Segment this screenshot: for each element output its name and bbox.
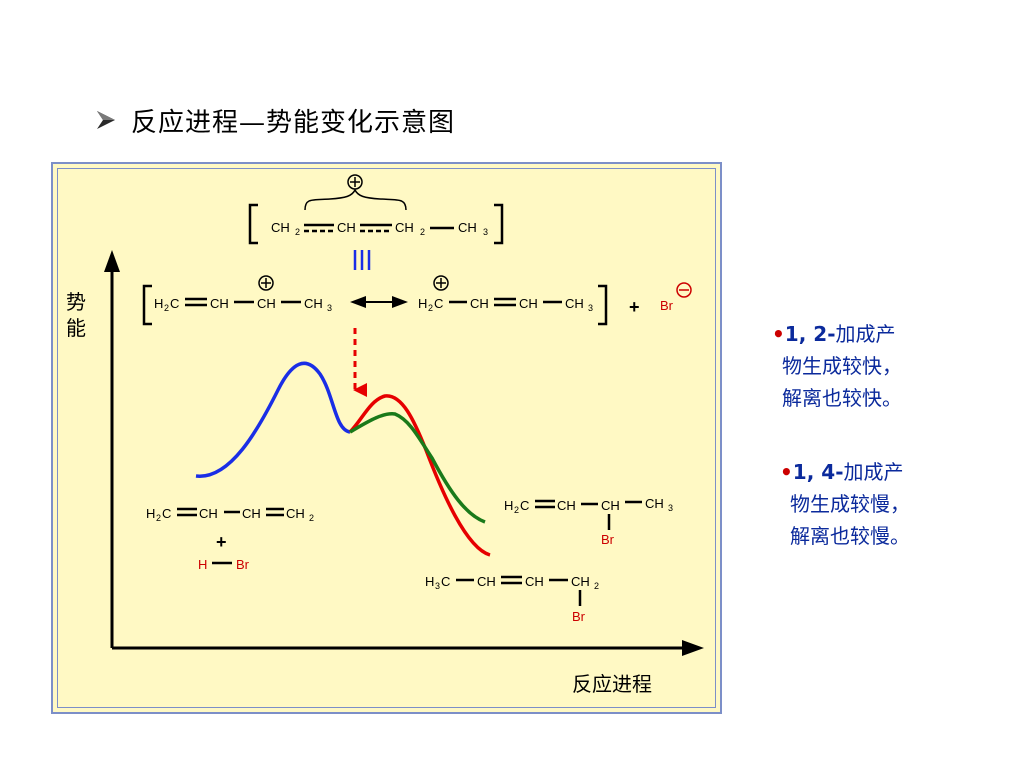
product12-ch-2: CH [601, 498, 620, 513]
product12-ch-3: CH [645, 496, 664, 511]
product14-h-sub: 3 [435, 581, 440, 591]
x-axis-arrowhead [682, 640, 704, 656]
cation-right-ch-2: CH [519, 296, 538, 311]
cation-left-ch-3: CH [304, 296, 323, 311]
note-1-text-1: 加成产 [835, 322, 896, 346]
note-2-line-1: •1, 4-加成产 [780, 456, 1000, 488]
reactant-butadiene: H 2 C CH CH CH 2 [146, 506, 314, 523]
reactant-ch-3: CH [286, 506, 305, 521]
y-axis-label-2: 能 [66, 316, 86, 340]
panel-inner-border [57, 168, 716, 708]
reactant-ch-1: CH [199, 506, 218, 521]
reactant-h: H [146, 506, 155, 521]
cation-right-c: C [434, 296, 443, 311]
product12-c: C [520, 498, 529, 513]
y-axis-label-1: 势 [66, 290, 86, 314]
reactant-plus: + [216, 532, 227, 552]
product14-ch-2: CH [525, 574, 544, 589]
hybrid-atom-2: CH [337, 220, 356, 235]
y-axis-arrowhead [104, 250, 120, 272]
note-2-line-2: 物生成较慢， [790, 492, 910, 516]
product-1-4-adduct: H 3 C CH CH CH 2 Br [425, 574, 599, 624]
note-1-line-3: 解离也较快。 [782, 386, 902, 410]
cation-left-h-sub: 2 [164, 303, 169, 313]
product14-ch-3: CH [571, 574, 590, 589]
note-1-prefix: 1, 2- [784, 322, 836, 346]
hybrid-atom-1: CH [271, 220, 290, 235]
red-energy-curve [348, 394, 491, 557]
bromide-ion: Br [660, 298, 674, 313]
reactant-ch-3-sub: 2 [309, 513, 314, 523]
product12-br: Br [601, 532, 615, 547]
note-2-line-3: 解离也较慢。 [790, 524, 910, 548]
cation-left-ch-1: CH [210, 296, 229, 311]
bromide-charge-icon [676, 282, 692, 298]
note-1-line-1: •1, 2-加成产 [772, 318, 992, 350]
diagram-panel [51, 162, 722, 714]
cation-left-ch-3-sub: 3 [327, 303, 332, 313]
x-axis-label: 反应进程 [572, 672, 652, 696]
cation-left-charge-icon [258, 275, 274, 291]
product12-h-sub: 2 [514, 505, 519, 515]
cation-right-h-sub: 2 [428, 303, 433, 313]
cation-left-ch-2: CH [257, 296, 276, 311]
page-title: 反应进程—势能变化示意图 [131, 107, 456, 138]
resonance-hybrid: CH 2 CH CH 2 CH 3 [248, 174, 504, 245]
reactant-h-sub: 2 [156, 513, 161, 523]
green-energy-curve [349, 412, 486, 524]
note-1-2-addition: •1, 2-加成产 物生成较快， 解离也较快。 [772, 318, 992, 414]
cation-left-c: C [170, 296, 179, 311]
product12-ch-1: CH [557, 498, 576, 513]
plus-bromide: + [629, 297, 640, 317]
cation-right-ch-3: CH [565, 296, 584, 311]
note-1-4-addition: •1, 4-加成产 物生成较慢， 解离也较慢。 [780, 456, 1000, 552]
product12-h: H [504, 498, 513, 513]
note-2-prefix: 1, 4- [792, 460, 844, 484]
hybrid-atom-4: CH [458, 220, 477, 235]
hybrid-atom-3: CH [395, 220, 414, 235]
title-row: 反应进程—势能变化示意图 [95, 100, 455, 140]
blue-energy-curve [195, 361, 351, 478]
hybrid-sub-4: 3 [483, 227, 488, 237]
product14-c: C [441, 574, 450, 589]
note-1-line-2: 物生成较快， [782, 354, 902, 378]
contributors-right-bracket [598, 284, 608, 326]
hbr-br: Br [236, 557, 250, 572]
note-1-bullet: • [772, 322, 785, 346]
cation-right-charge-icon [433, 275, 449, 291]
note-2-bullet: • [780, 460, 793, 484]
product-1-2-adduct: H 2 C CH CH CH 3 Br [504, 496, 673, 547]
hybrid-sub-3: 2 [420, 227, 425, 237]
contributors-left-bracket [142, 284, 152, 326]
resonance-arrow-right-head [392, 296, 408, 308]
reactant-ch-2: CH [242, 506, 261, 521]
cation-right-h: H [418, 296, 427, 311]
delocalization-brace [304, 188, 407, 211]
cation-right-ch-1: CH [470, 296, 489, 311]
product14-h: H [425, 574, 434, 589]
hybrid-sub-1: 2 [295, 227, 300, 237]
product14-br: Br [572, 609, 586, 624]
hybrid-left-bracket [248, 203, 258, 245]
cation-left-h: H [154, 296, 163, 311]
equivalence-symbol [353, 250, 371, 270]
resonance-contributors: H 2 C CH CH CH 3 H 2 C CH CH CH 3 [142, 275, 608, 326]
product14-ch-3-sub: 2 [594, 581, 599, 591]
resonance-arrow-left-head [350, 296, 366, 308]
cation-right-ch-3-sub: 3 [588, 303, 593, 313]
product12-ch-3-sub: 3 [668, 503, 673, 513]
note-2-text-1: 加成产 [843, 460, 904, 484]
hybrid-right-bracket [494, 203, 504, 245]
reactant-c: C [162, 506, 171, 521]
hybrid-charge-icon [347, 174, 363, 190]
product14-ch-1: CH [477, 574, 496, 589]
arrow-bullet-icon [97, 111, 115, 129]
hbr-h: H [198, 557, 207, 572]
